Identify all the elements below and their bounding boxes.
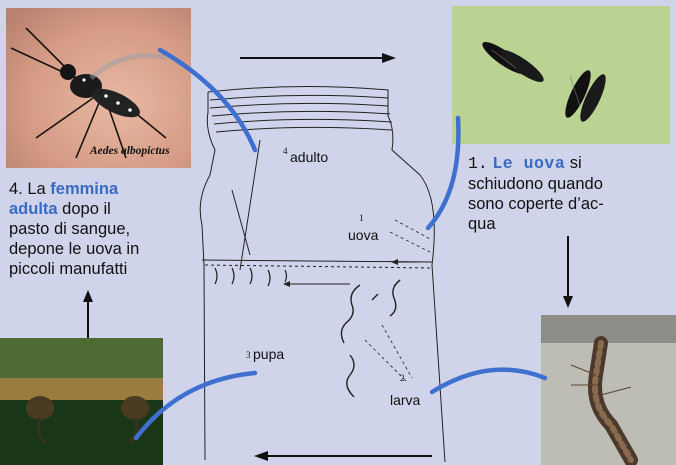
caption-adult-text-c: depone le uova in (9, 240, 139, 258)
caption-adult-text-b: pasto di sangue, (9, 220, 130, 238)
caption-adult-text-a: dopo il (58, 200, 111, 218)
caption-adult-highlight-a: femmina (50, 180, 118, 198)
larva-photo (541, 315, 676, 465)
caption-adult: 4. La femmina adulta dopo il pasto di sa… (9, 179, 184, 279)
arrow-up (83, 290, 93, 338)
pupa-label: pupa (253, 346, 284, 362)
label-leaders (365, 220, 432, 380)
pupa-photo (0, 338, 163, 465)
caption-adult-text-d: piccoli manufatti (9, 260, 127, 278)
caption-eggs-text-a: si (565, 154, 582, 172)
caption-eggs-highlight: Le uova (492, 154, 565, 173)
arrow-down (563, 236, 573, 308)
larva-drawings (341, 280, 400, 397)
eggs-photo (452, 6, 670, 144)
larva-number: 2. (400, 373, 407, 383)
row-arrows (283, 259, 420, 287)
caption-eggs-text-c: sono coperte d’ac- (468, 195, 604, 213)
caption-eggs-number: 1. (468, 154, 488, 173)
eggs-number: 1 (359, 213, 364, 223)
larva-label: larva (390, 392, 420, 408)
caption-adult-highlight-b: adulta (9, 200, 58, 218)
adult-label: adulto (290, 149, 328, 165)
caption-eggs-text-b: schiudono quando (468, 175, 603, 193)
adult-mosquito-photo (6, 8, 191, 168)
caption-eggs-text-d: qua (468, 215, 496, 233)
adult-number: 4 (283, 146, 288, 156)
pupa-number: 3 (246, 350, 251, 360)
eggs-label: uova (348, 227, 378, 243)
caption-eggs: 1. Le uova si schiudono quando sono cope… (468, 153, 668, 234)
photo-credit: Aedes albopictus (90, 145, 170, 157)
pupae-drawings (215, 268, 287, 286)
caption-adult-number: 4. La (9, 180, 50, 198)
arrow-left (254, 451, 432, 461)
arrow-right (240, 53, 396, 63)
